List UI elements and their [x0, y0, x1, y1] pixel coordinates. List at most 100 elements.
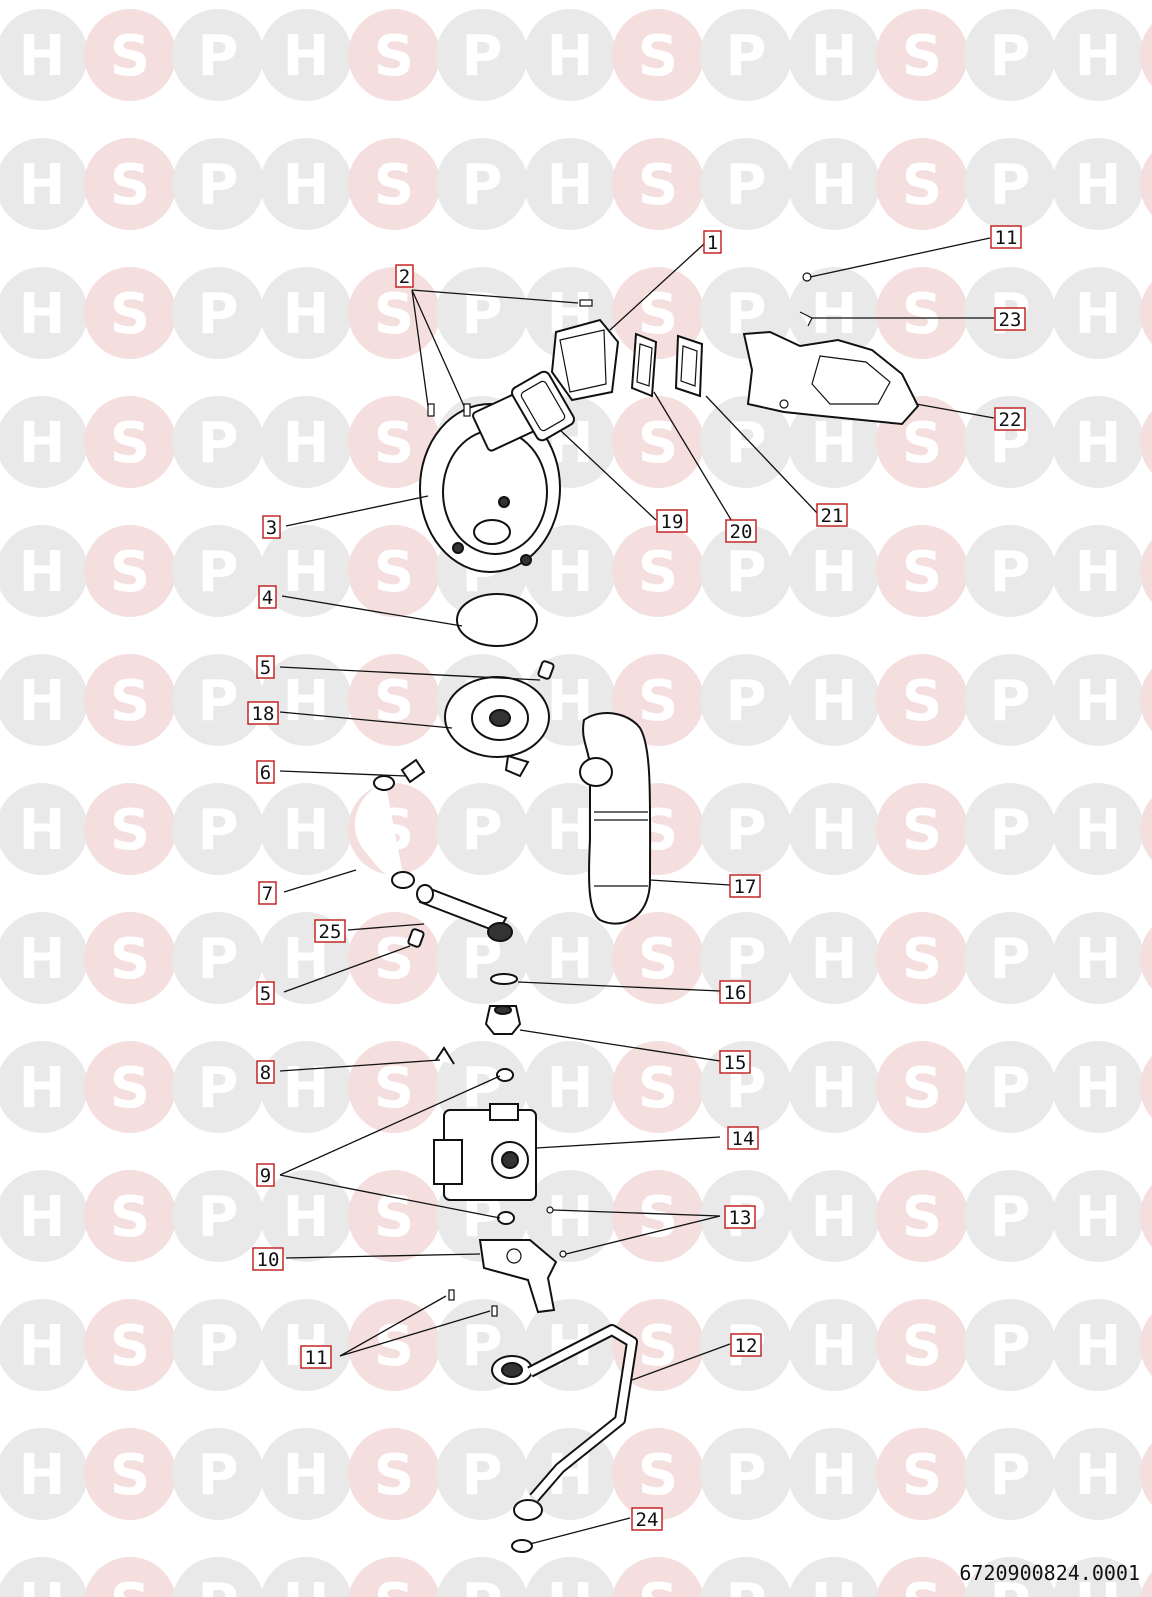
watermark-circle: [84, 396, 176, 488]
watermark-letter: H: [283, 1185, 330, 1250]
watermark-circle: [1140, 282, 1152, 344]
watermark-circle: [788, 1557, 880, 1597]
part-8-u-clip: [435, 1046, 455, 1065]
watermark-circle: [1140, 927, 1152, 989]
watermark-letter: S: [638, 927, 678, 992]
watermark-letter: S: [374, 1443, 414, 1508]
watermark-letter: H: [1075, 24, 1122, 89]
watermark-circle: [612, 138, 704, 230]
callout-9: 9: [256, 1163, 275, 1187]
watermark-letter: P: [197, 540, 238, 605]
watermark-circle: [524, 1041, 616, 1133]
watermark-letter: P: [989, 798, 1030, 863]
part-11-screws-lower: [448, 1289, 498, 1317]
watermark-circle: [0, 396, 88, 488]
watermark-circle: [964, 525, 1056, 617]
watermark-circle: [172, 912, 264, 1004]
watermark-letter: P: [197, 24, 238, 89]
watermark-letter: P: [461, 24, 502, 89]
part-13-screws: [546, 1206, 567, 1258]
svg-text:24: 24: [636, 1509, 659, 1531]
watermark-circle: [876, 654, 968, 746]
watermark-circle: [84, 783, 176, 875]
watermark-letter: P: [989, 927, 1030, 992]
watermark-circle: [260, 1041, 352, 1133]
watermark-letter: H: [811, 669, 858, 734]
watermark-letter: S: [638, 540, 678, 605]
watermark-circle: [1140, 1185, 1152, 1247]
callout-24: 24: [631, 1507, 663, 1531]
watermark-letter: S: [638, 1056, 678, 1121]
watermark-letter: S: [902, 282, 942, 347]
svg-text:14: 14: [732, 1128, 755, 1150]
watermark-circle: [0, 9, 88, 101]
watermark-letter: P: [725, 153, 766, 218]
watermark-circle: [1052, 1428, 1144, 1520]
watermark-circle: [1052, 1041, 1144, 1133]
watermark-circle: [84, 267, 176, 359]
watermark-circle: [1052, 9, 1144, 101]
watermark-circle: [964, 1428, 1056, 1520]
watermark-circle: [172, 396, 264, 488]
watermark-circle: [348, 1041, 440, 1133]
watermark-letter: H: [547, 540, 594, 605]
svg-text:22: 22: [999, 409, 1022, 431]
watermark-letter: H: [547, 1056, 594, 1121]
callout-labels: 1 2 3 4 5 18 6 7 25 5 8 9 10 11 11 23 22…: [247, 225, 1026, 1531]
callout-6: 6: [256, 760, 275, 784]
watermark-circle: [964, 783, 1056, 875]
watermark-letter: P: [725, 411, 766, 476]
watermark-circle: [348, 654, 440, 746]
svg-text:13: 13: [729, 1207, 752, 1229]
watermark-letter: H: [547, 798, 594, 863]
callout-16: 16: [719, 980, 751, 1004]
watermark-letter: H: [811, 24, 858, 89]
watermark-letter: H: [283, 1572, 330, 1597]
svg-text:7: 7: [262, 883, 273, 905]
callout-1: 1: [703, 230, 722, 254]
svg-text:2: 2: [399, 266, 410, 288]
watermark-circle: [876, 138, 968, 230]
watermark-letter: P: [725, 540, 766, 605]
watermark-circle: [612, 1557, 704, 1597]
watermark-circle: [876, 912, 968, 1004]
watermark-circle: [524, 1170, 616, 1262]
watermark-circle: [788, 138, 880, 230]
part-23-clip: [799, 311, 813, 327]
watermark-circle: [260, 138, 352, 230]
watermark-circle: [876, 9, 968, 101]
watermark-circle: [700, 396, 792, 488]
part-11-screw-top: [802, 272, 812, 282]
watermark-circle: [700, 9, 792, 101]
watermark-circle: [84, 912, 176, 1004]
watermark-letter: H: [283, 153, 330, 218]
watermark-letter: P: [197, 1056, 238, 1121]
watermark-circle: [1052, 267, 1144, 359]
callout-5-upper: 5: [256, 655, 275, 679]
watermark-circle: [436, 783, 528, 875]
watermark-circle: [524, 1557, 616, 1597]
watermark-letter: H: [19, 1443, 66, 1508]
svg-text:6: 6: [260, 762, 271, 784]
watermark-letter: H: [19, 24, 66, 89]
watermark-circle: [348, 138, 440, 230]
watermark-circle: [0, 1557, 88, 1597]
watermark-circle: [964, 654, 1056, 746]
part-22-burner-manifold: [742, 330, 920, 426]
watermark-letter: S: [110, 1056, 150, 1121]
watermark-circle: [84, 1299, 176, 1391]
watermark-letter: S: [110, 411, 150, 476]
watermark-circle: [0, 1428, 88, 1520]
watermark-circle: [612, 9, 704, 101]
watermark-circle: [0, 912, 88, 1004]
watermark-letter: S: [374, 282, 414, 347]
watermark-circle: [436, 267, 528, 359]
callout-25: 25: [314, 919, 346, 943]
watermark-circle: [260, 654, 352, 746]
watermark-circle: [1140, 411, 1152, 473]
watermark-letter: H: [19, 411, 66, 476]
watermark-letter: S: [110, 1443, 150, 1508]
part-20-plate: [630, 332, 658, 398]
watermark-letter: H: [19, 927, 66, 992]
